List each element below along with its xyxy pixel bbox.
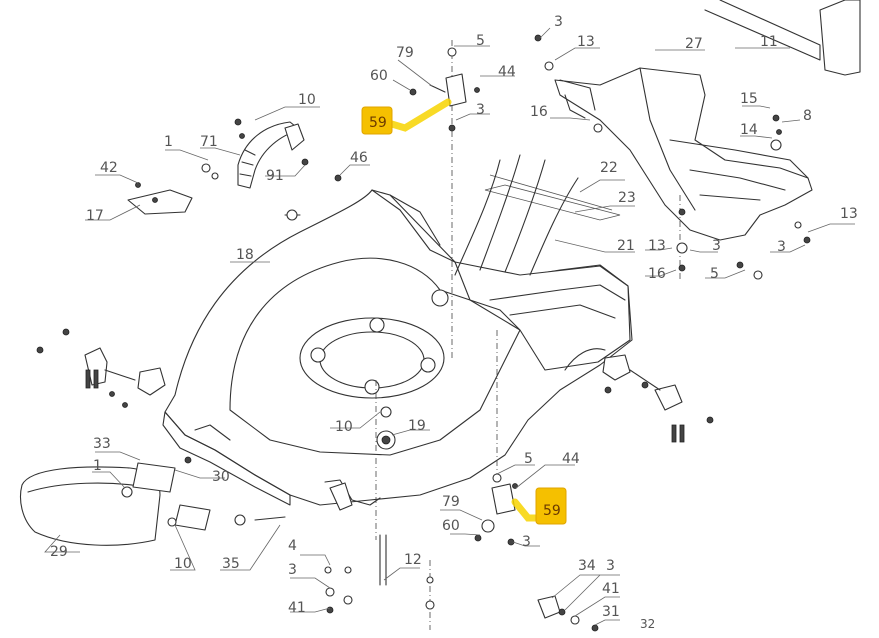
- label-1b: 1: [93, 458, 102, 474]
- label-3f: 3: [288, 562, 297, 578]
- label-41a: 41: [288, 600, 306, 616]
- label-35: 35: [222, 556, 240, 572]
- label-41b: 41: [602, 581, 620, 597]
- label-3c: 3: [712, 238, 721, 254]
- label-16b: 16: [648, 266, 666, 282]
- side-flap: [127, 189, 193, 215]
- label-34: 34: [578, 558, 596, 574]
- label-27: 27: [685, 36, 703, 52]
- label-13c: 13: [840, 206, 858, 222]
- label-22: 22: [600, 160, 618, 176]
- label-19: 19: [408, 418, 426, 434]
- label-3a: 3: [554, 14, 563, 30]
- label-60a: 60: [370, 68, 388, 84]
- label-29: 29: [50, 544, 68, 560]
- label-12: 12: [404, 552, 422, 568]
- bracket-34: [537, 595, 561, 619]
- label-60b: 60: [442, 518, 460, 534]
- rear-roller-bracket: [237, 121, 305, 189]
- rear-chute-assembly: [554, 67, 813, 241]
- right-wheel-brackets: [602, 354, 685, 443]
- label-10a: 10: [298, 92, 316, 108]
- label-10c: 10: [174, 556, 192, 572]
- label-46: 46: [350, 150, 368, 166]
- label-13a: 13: [577, 34, 595, 50]
- label-8: 8: [803, 108, 812, 124]
- label-31: 31: [602, 604, 620, 620]
- label-3d: 3: [777, 239, 786, 255]
- label-30: 30: [212, 469, 230, 485]
- label-4: 4: [288, 538, 297, 554]
- left-hardware: [36, 118, 342, 527]
- cable-group: [454, 154, 621, 276]
- label-1a: 1: [164, 134, 173, 150]
- label-14: 14: [740, 122, 758, 138]
- leader-lines: [44, 27, 855, 626]
- label-44a: 44: [498, 64, 516, 80]
- center-hardware: [324, 381, 714, 632]
- label-5b: 5: [710, 266, 719, 282]
- part-labels: 3 5 79 60 44 59 3 13 27 11 16 15 8 14 10…: [50, 14, 858, 631]
- label-16a: 16: [530, 104, 548, 120]
- handle-tube: [704, 0, 861, 76]
- plate-33: [132, 462, 176, 493]
- label-5a: 5: [476, 33, 485, 49]
- highlight-59-top: [361, 98, 452, 135]
- label-79b: 79: [442, 494, 460, 510]
- label-3g: 3: [606, 558, 615, 574]
- label-32: 32: [640, 617, 655, 631]
- top-hardware: [409, 34, 811, 280]
- label-11: 11: [760, 34, 778, 50]
- label-10b: 10: [335, 419, 353, 435]
- label-15: 15: [740, 91, 758, 107]
- label-91: 91: [266, 168, 284, 184]
- label-33: 33: [93, 436, 111, 452]
- label-5c: 5: [524, 451, 533, 467]
- label-17: 17: [86, 208, 104, 224]
- front-guard: [19, 466, 161, 546]
- label-3b: 3: [476, 102, 485, 118]
- label-59a: 59: [369, 115, 387, 131]
- label-21: 21: [617, 238, 635, 254]
- bracket-lower-left: [329, 482, 353, 511]
- axle-12: [379, 534, 387, 586]
- plate-10c: [174, 504, 211, 531]
- left-wheel-brackets: [84, 347, 166, 396]
- label-23: 23: [618, 190, 636, 206]
- label-79a: 79: [396, 45, 414, 61]
- label-18: 18: [236, 247, 254, 263]
- label-13b: 13: [648, 238, 666, 254]
- label-3e: 3: [522, 534, 531, 550]
- label-44b: 44: [562, 451, 580, 467]
- highlight-59-bottom: [511, 487, 567, 525]
- label-42: 42: [100, 160, 118, 176]
- mower-deck: [162, 189, 633, 506]
- label-59b: 59: [543, 503, 561, 519]
- label-71: 71: [200, 134, 218, 150]
